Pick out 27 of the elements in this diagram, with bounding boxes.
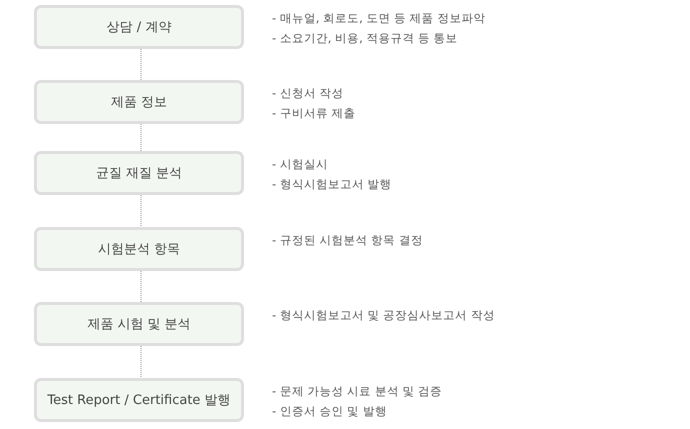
step-label: 균질 재질 분석 — [96, 165, 182, 182]
dotted-connector — [140, 48, 142, 80]
dotted-connector — [140, 124, 142, 152]
step-note: - 형식시험보고서 및 공장심사보고서 작성 — [272, 307, 495, 324]
step-label: 상담 / 계약 — [106, 19, 172, 36]
process-box — [34, 227, 244, 271]
step-note: - 매뉴얼, 회로도, 도면 등 제품 정보파악 — [272, 10, 486, 27]
step-note: - 신청서 작성 — [272, 85, 344, 102]
dotted-connector — [140, 346, 142, 378]
process-box — [34, 80, 244, 124]
step-label: Test Report / Certificate 발행 — [47, 392, 231, 409]
step-label: 제품 시험 및 분석 — [87, 316, 191, 333]
step-label: 제품 정보 — [110, 94, 168, 111]
process-box — [34, 5, 244, 49]
step-label: 시험분석 항목 — [98, 241, 180, 258]
dotted-connector — [140, 270, 142, 302]
process-box — [34, 151, 244, 195]
step-note: - 구비서류 제출 — [272, 105, 356, 122]
step-note: - 인증서 승인 및 발행 — [272, 403, 387, 420]
step-note: - 소요기간, 비용, 적용규격 등 통보 — [272, 30, 458, 47]
step-note: - 시험실시 — [272, 156, 328, 173]
dotted-connector — [140, 194, 142, 228]
step-note: - 규정된 시험분석 항목 결정 — [272, 232, 423, 249]
step-note: - 형식시험보고서 발행 — [272, 176, 392, 193]
step-note: - 문제 가능성 시료 분석 및 검증 — [272, 383, 442, 400]
process-box — [34, 378, 244, 422]
process-box — [34, 302, 244, 346]
